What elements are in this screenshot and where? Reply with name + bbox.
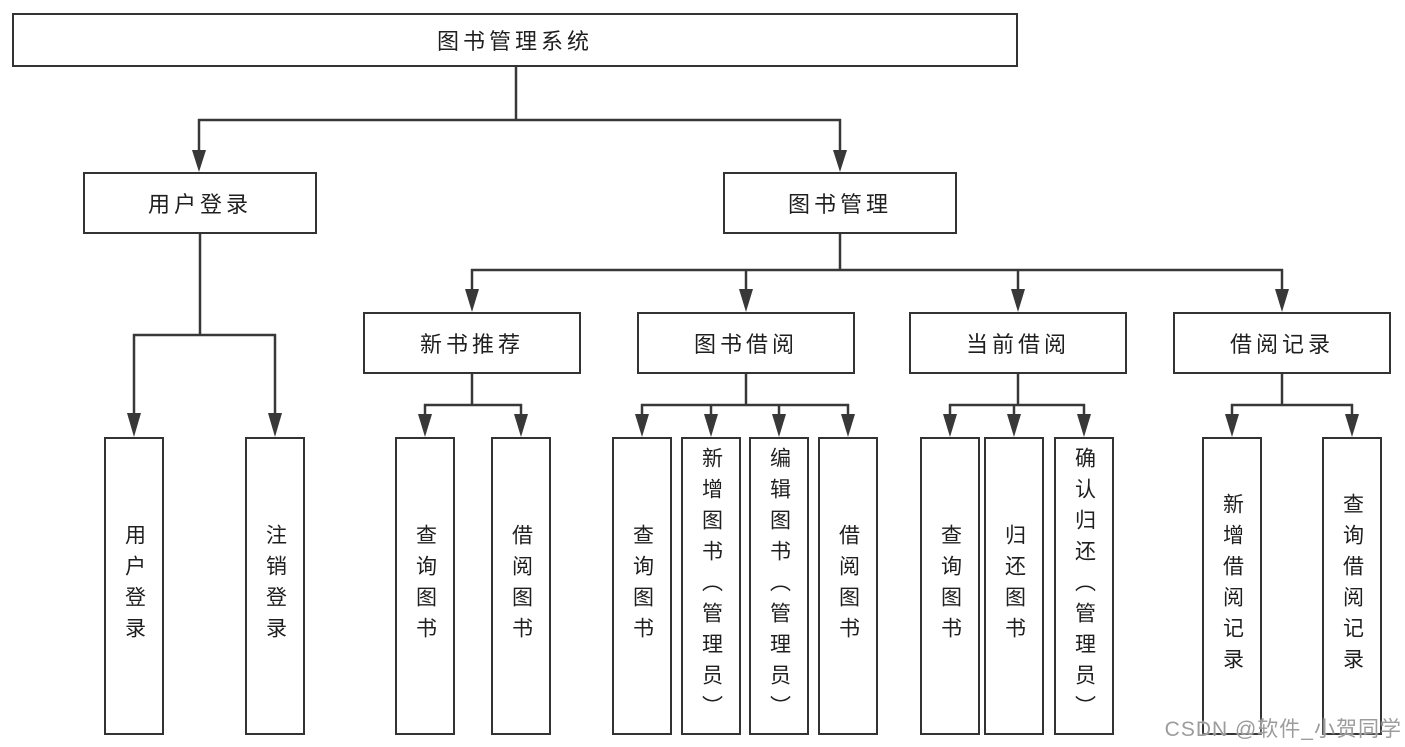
- arrowhead: [1011, 289, 1025, 312]
- node-label: 查询借阅记录: [1340, 493, 1364, 679]
- node-label: 用户登录: [122, 524, 146, 648]
- arrowhead: [268, 413, 282, 437]
- leaf-borrow-books-recommend: 借阅图书: [491, 437, 551, 735]
- arrowhead: [1345, 414, 1359, 437]
- edge-book-management-to-groups: [465, 234, 1289, 312]
- leaf-user-login: 用户登录: [104, 437, 164, 735]
- leaf-edit-book-admin: 编辑图书（管理员）: [749, 437, 809, 735]
- edge-root-to-level2: [192, 67, 847, 172]
- node-label: 新增图书（管理员）: [699, 446, 723, 726]
- node-user-login: 用户登录: [83, 172, 317, 234]
- leaf-logout-login: 注销登录: [245, 437, 305, 735]
- arrowhead: [635, 414, 649, 437]
- node-new-book-recommend: 新书推荐: [363, 312, 581, 374]
- leaf-return-book: 归还图书: [984, 437, 1044, 735]
- csdn-watermark: CSDN @软件_小贺同学: [1164, 718, 1402, 741]
- edge-groups-to-leaves: [418, 374, 1359, 437]
- node-label: 查询图书: [630, 524, 654, 648]
- arrowhead: [192, 150, 206, 172]
- node-label: 查询图书: [413, 524, 437, 648]
- node-book-management: 图书管理: [723, 172, 957, 234]
- arrowhead: [465, 289, 479, 312]
- arrowhead: [841, 414, 855, 437]
- node-root-system: 图书管理系统: [12, 13, 1018, 67]
- leaf-borrow-books: 借阅图书: [818, 437, 878, 735]
- arrowhead: [418, 414, 432, 437]
- node-label: 确认归还（管理员）: [1072, 446, 1096, 726]
- node-label: 归还图书: [1002, 524, 1026, 648]
- leaf-query-borrow-record: 查询借阅记录: [1322, 437, 1382, 735]
- arrowhead: [1225, 414, 1239, 437]
- arrowhead: [127, 413, 141, 437]
- arrowhead: [833, 150, 847, 172]
- leaf-query-books-borrow: 查询图书: [612, 437, 672, 735]
- node-label: 借阅图书: [836, 524, 860, 648]
- leaf-add-borrow-record: 新增借阅记录: [1202, 437, 1262, 735]
- node-label: 新增借阅记录: [1220, 493, 1244, 679]
- node-current-borrow: 当前借阅: [909, 312, 1127, 374]
- arrowhead: [1007, 414, 1021, 437]
- leaf-confirm-return-admin: 确认归还（管理员）: [1054, 437, 1114, 735]
- edge-user-login-to-leaves: [127, 234, 282, 437]
- leaf-query-books-current: 查询图书: [920, 437, 980, 735]
- arrowhead: [1077, 414, 1091, 437]
- node-label: 查询图书: [938, 524, 962, 648]
- arrowhead: [943, 414, 957, 437]
- leaf-add-book-admin: 新增图书（管理员）: [681, 437, 741, 735]
- arrowhead: [704, 414, 718, 437]
- arrowhead: [514, 414, 528, 437]
- node-book-borrow: 图书借阅: [637, 312, 855, 374]
- arrowhead: [772, 414, 786, 437]
- node-borrow-records: 借阅记录: [1173, 312, 1391, 374]
- node-label: 注销登录: [263, 524, 287, 648]
- arrowhead: [1275, 289, 1289, 312]
- arrowhead: [739, 289, 753, 312]
- leaf-query-books-recommend: 查询图书: [395, 437, 455, 735]
- node-label: 借阅图书: [509, 524, 533, 648]
- node-label: 编辑图书（管理员）: [767, 446, 791, 726]
